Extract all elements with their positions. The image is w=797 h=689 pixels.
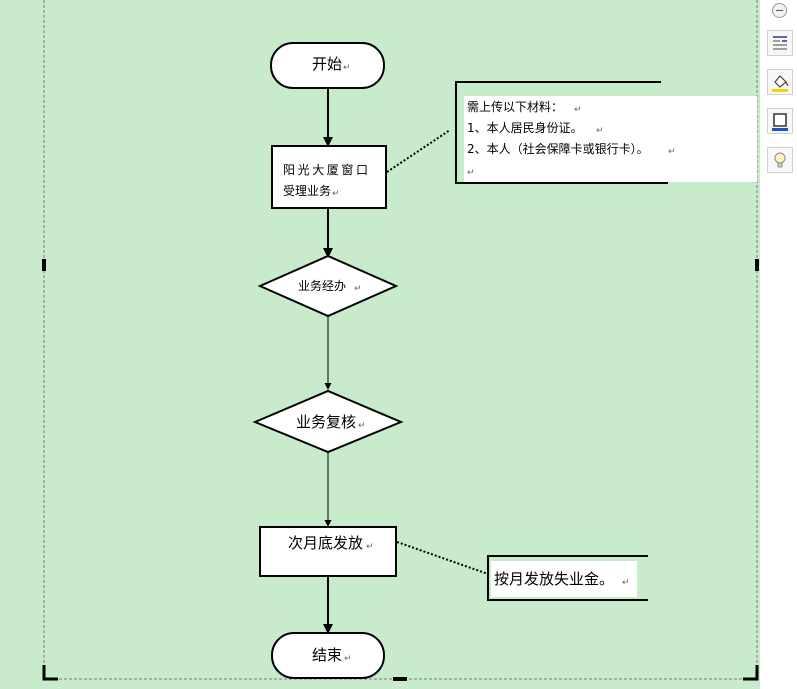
callout-line-materials: [386, 129, 451, 173]
paragraph-mark: ↵: [467, 168, 475, 178]
drawing-canvas[interactable]: 开始 ↵ 阳光大厦窗口 受理业务 ↵ 业务经办 ↵ 业务复核 ↵ 次月底发放 ↵…: [0, 0, 760, 689]
layout-options-button[interactable]: [767, 30, 793, 56]
shape-format-sidebar: [760, 0, 797, 689]
window-process-label-line1: 阳光大厦窗口: [283, 163, 371, 177]
window-process-node[interactable]: 阳光大厦窗口 受理业务 ↵: [271, 145, 387, 209]
paragraph-mark: ↵: [332, 189, 340, 199]
materials-note-line3: 2、本人（社会保障卡或银行卡）。: [467, 141, 649, 156]
callout-line-payout: [396, 541, 489, 575]
collapse-icon[interactable]: [772, 3, 787, 18]
payout-annotation[interactable]: 按月发放失业金。 ↵: [487, 555, 648, 601]
decision-review-node[interactable]: 业务复核 ↵: [252, 389, 404, 454]
resize-handle-bottom-left[interactable]: [42, 665, 58, 681]
paragraph-mark: ↵: [366, 542, 374, 552]
paragraph-mark: ↵: [622, 578, 630, 588]
decision-handle-label: 业务经办: [298, 278, 346, 293]
paragraph-mark: ↵: [343, 63, 351, 73]
resize-handle-bottom[interactable]: [393, 677, 407, 681]
materials-note-line2: 1、本人居民身份证。: [467, 120, 583, 135]
decision-handle-node[interactable]: 业务经办 ↵: [257, 254, 399, 318]
payout-label: 次月底发放: [288, 534, 363, 552]
materials-annotation[interactable]: 需上传以下材料： ↵ 1、本人居民身份证。 ↵ 2、本人（社会保障卡或银行卡）。…: [455, 81, 757, 184]
end-label: 结束: [312, 646, 342, 664]
resize-handle-bottom-right[interactable]: [743, 665, 759, 681]
end-node[interactable]: 结束 ↵: [271, 632, 385, 679]
payout-note: 按月发放失业金。: [494, 570, 614, 588]
shape-fill-icon: [772, 75, 789, 92]
payout-node[interactable]: 次月底发放 ↵: [259, 526, 397, 577]
start-node[interactable]: 开始 ↵: [270, 42, 385, 89]
paragraph-mark: ↵: [596, 126, 604, 136]
start-label: 开始: [312, 55, 342, 73]
resize-handle-left[interactable]: [42, 259, 46, 271]
paragraph-mark: ↵: [354, 284, 362, 294]
decision-review-label: 业务复核: [296, 413, 356, 431]
paragraph-mark: ↵: [344, 654, 352, 664]
paragraph-mark: ↵: [574, 105, 582, 115]
paragraph-mark: ↵: [358, 421, 366, 431]
layout-options-icon: [773, 36, 787, 50]
window-process-label-line2: 受理业务: [283, 183, 331, 198]
ideas-button[interactable]: [767, 147, 793, 173]
resize-handle-right[interactable]: [755, 259, 759, 271]
paragraph-mark: ↵: [668, 147, 676, 157]
shape-outline-button[interactable]: [767, 108, 793, 134]
materials-note-line1: 需上传以下材料：: [467, 99, 563, 114]
flowchart-svg: 开始 ↵ 阳光大厦窗口 受理业务 ↵ 业务经办 ↵ 业务复核 ↵ 次月底发放 ↵…: [42, 0, 759, 681]
lightbulb-icon: [774, 152, 786, 168]
shape-fill-button[interactable]: [767, 69, 793, 95]
shape-outline-icon: [772, 113, 788, 131]
